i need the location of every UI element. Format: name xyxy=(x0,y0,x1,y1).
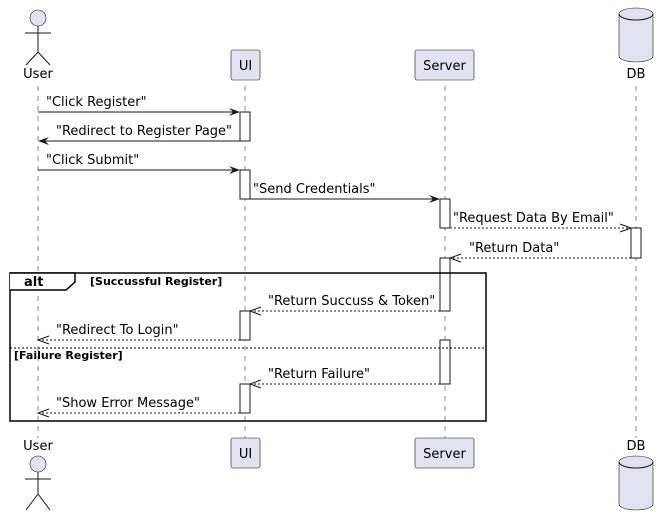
activation-ui xyxy=(239,310,251,341)
participant-server-top: Server xyxy=(414,49,475,81)
message-label: "Request Data By Email" xyxy=(453,211,614,226)
message-return-data: "Return Data" xyxy=(448,241,631,263)
database-icon xyxy=(618,455,654,511)
message-label: "Redirect To Login" xyxy=(56,323,179,338)
database-icon xyxy=(618,7,654,63)
message-label: "Return Failure" xyxy=(268,367,370,382)
alt-keyword: alt xyxy=(24,275,43,290)
actor-icon xyxy=(25,9,51,66)
participant-server-bottom: Server xyxy=(414,437,475,469)
message-send-credentials: "Send Credentials" xyxy=(250,182,440,203)
message-label: "Show Error Message" xyxy=(56,396,200,411)
message-click-submit: "Click Submit" xyxy=(38,153,240,174)
activation-server xyxy=(439,257,451,312)
alt-guard-success: [Succussful Register] xyxy=(90,275,222,288)
message-redirect-register-page: "Redirect to Register Page" xyxy=(38,124,240,145)
message-return-success-token: "Return Succuss & Token" xyxy=(248,294,440,316)
message-click-register: "Click Register" xyxy=(38,95,240,116)
participant-label-user: User xyxy=(23,67,53,82)
participant-label-db: DB xyxy=(627,67,646,82)
participant-label-server: Server xyxy=(423,447,466,462)
message-label: "Send Credentials" xyxy=(253,182,376,197)
message-label: "Click Register" xyxy=(46,95,147,110)
activation-server xyxy=(439,339,451,385)
actor-icon xyxy=(25,455,51,511)
alt-guard-failure: [Failure Register] xyxy=(14,349,123,362)
message-show-error: "Show Error Message" xyxy=(36,396,240,418)
participant-ui-top: UI xyxy=(230,49,261,81)
participant-label-server: Server xyxy=(423,59,466,74)
message-label: "Return Succuss & Token" xyxy=(268,294,435,309)
participant-user-top: User xyxy=(23,9,53,82)
activation-ui xyxy=(239,383,251,414)
participant-label-db: DB xyxy=(627,439,646,454)
participant-label-ui: UI xyxy=(239,447,252,462)
participant-label-user: User xyxy=(23,439,53,454)
participant-ui-bottom: UI xyxy=(230,437,261,469)
message-request-data-by-email: "Request Data By Email" xyxy=(450,211,633,233)
participant-label-ui: UI xyxy=(239,59,252,74)
message-redirect-to-login: "Redirect To Login" xyxy=(36,323,240,345)
message-label: "Click Submit" xyxy=(46,153,139,168)
participant-user-bottom: User xyxy=(23,439,53,511)
alt-fragment: alt [Succussful Register] [Failure Regis… xyxy=(9,272,487,422)
message-return-failure: "Return Failure" xyxy=(248,367,440,389)
participant-db-bottom: DB xyxy=(618,439,654,511)
activation-server xyxy=(439,198,451,229)
activation-ui xyxy=(239,111,251,142)
message-label: "Return Data" xyxy=(469,241,559,256)
activation-ui xyxy=(239,169,251,200)
participant-db-top: DB xyxy=(618,7,654,82)
message-label: "Redirect to Register Page" xyxy=(56,124,232,139)
activation-db xyxy=(630,227,642,259)
